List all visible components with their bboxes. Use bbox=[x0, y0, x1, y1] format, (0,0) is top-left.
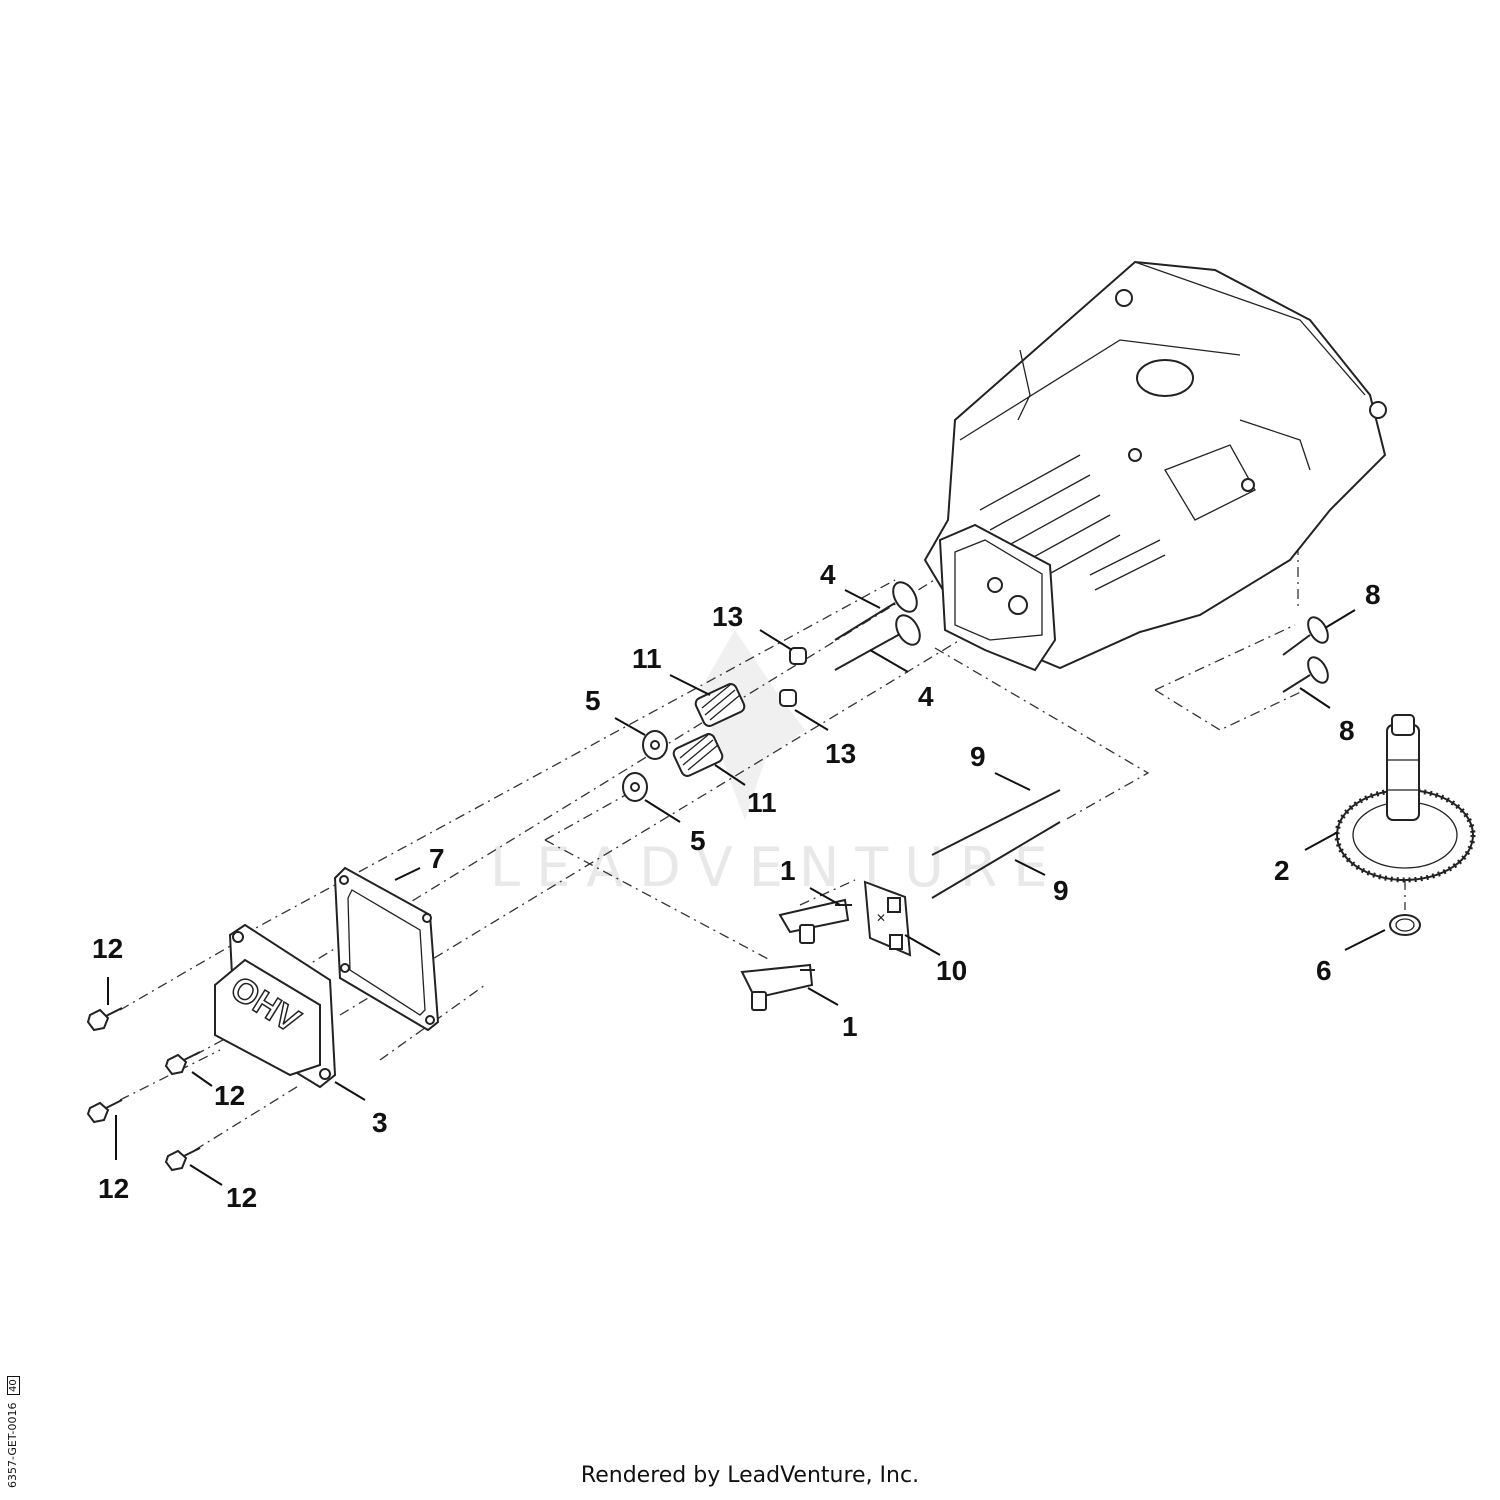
callout-1: 1 bbox=[780, 855, 796, 886]
bolt-c bbox=[86, 1099, 123, 1124]
watermark-text: LEADVENTURE bbox=[490, 836, 1063, 899]
rocker-arm-upper bbox=[778, 898, 852, 944]
callout-6: 6 bbox=[1316, 955, 1332, 986]
valve-cover-gasket bbox=[333, 866, 440, 1032]
callout-4: 4 bbox=[918, 681, 934, 712]
callout-labels: 4 4 13 13 11 11 5 5 9 9 1 1 10 8 8 2 6 7… bbox=[92, 559, 1381, 1213]
callout-13: 13 bbox=[825, 738, 856, 769]
engine-crankcase bbox=[923, 260, 1387, 672]
valve-upper bbox=[834, 581, 918, 641]
callout-12: 12 bbox=[214, 1080, 245, 1111]
bolt-b bbox=[164, 1051, 201, 1076]
valve-lower bbox=[834, 614, 921, 671]
callout-12: 12 bbox=[98, 1173, 129, 1204]
spring-retainer-lower bbox=[622, 772, 648, 802]
push-rod-guide-plate: ✕ bbox=[863, 880, 912, 957]
watermark-logo-icon bbox=[700, 630, 805, 820]
callout-9: 9 bbox=[1053, 875, 1069, 906]
push-rod-upper bbox=[931, 789, 1061, 856]
valve-stem-seal-upper bbox=[789, 647, 807, 665]
callout-5: 5 bbox=[690, 825, 706, 856]
push-rod-lower bbox=[931, 821, 1061, 899]
plate-marking: ✕ bbox=[876, 911, 886, 925]
callout-4: 4 bbox=[820, 559, 836, 590]
callout-12: 12 bbox=[92, 933, 123, 964]
camshaft-washer bbox=[1389, 914, 1421, 936]
rocker-arm-lower bbox=[740, 963, 815, 1011]
spring-retainer-upper bbox=[642, 730, 668, 760]
tappet-lower bbox=[1282, 656, 1329, 693]
callout-8: 8 bbox=[1365, 579, 1381, 610]
tappet-upper bbox=[1282, 616, 1329, 656]
callout-5: 5 bbox=[585, 685, 601, 716]
callout-2: 2 bbox=[1274, 855, 1290, 886]
rendered-by-footer: Rendered by LeadVenture, Inc. bbox=[580, 1463, 920, 1488]
leader-lines bbox=[107, 589, 1386, 1186]
callout-3: 3 bbox=[372, 1107, 388, 1138]
bolt-a bbox=[86, 1007, 123, 1032]
callout-11: 11 bbox=[747, 787, 777, 818]
callout-1: 1 bbox=[842, 1011, 858, 1042]
bolt-d bbox=[164, 1147, 201, 1172]
valve-spring-lower bbox=[672, 733, 724, 777]
callout-7: 7 bbox=[429, 843, 445, 874]
callout-11: 11 bbox=[632, 643, 662, 674]
valve-stem-seal-lower bbox=[779, 689, 797, 707]
diagram-code-box: 40 bbox=[7, 1376, 20, 1395]
callout-10: 10 bbox=[936, 955, 967, 986]
callout-12: 12 bbox=[226, 1182, 257, 1213]
callout-13: 13 bbox=[712, 601, 743, 632]
watermark: LEADVENTURE bbox=[490, 630, 1063, 899]
valve-cover: OHV bbox=[214, 923, 337, 1089]
callout-8: 8 bbox=[1339, 715, 1355, 746]
callout-9: 9 bbox=[970, 741, 986, 772]
camshaft-gear bbox=[1334, 714, 1476, 883]
